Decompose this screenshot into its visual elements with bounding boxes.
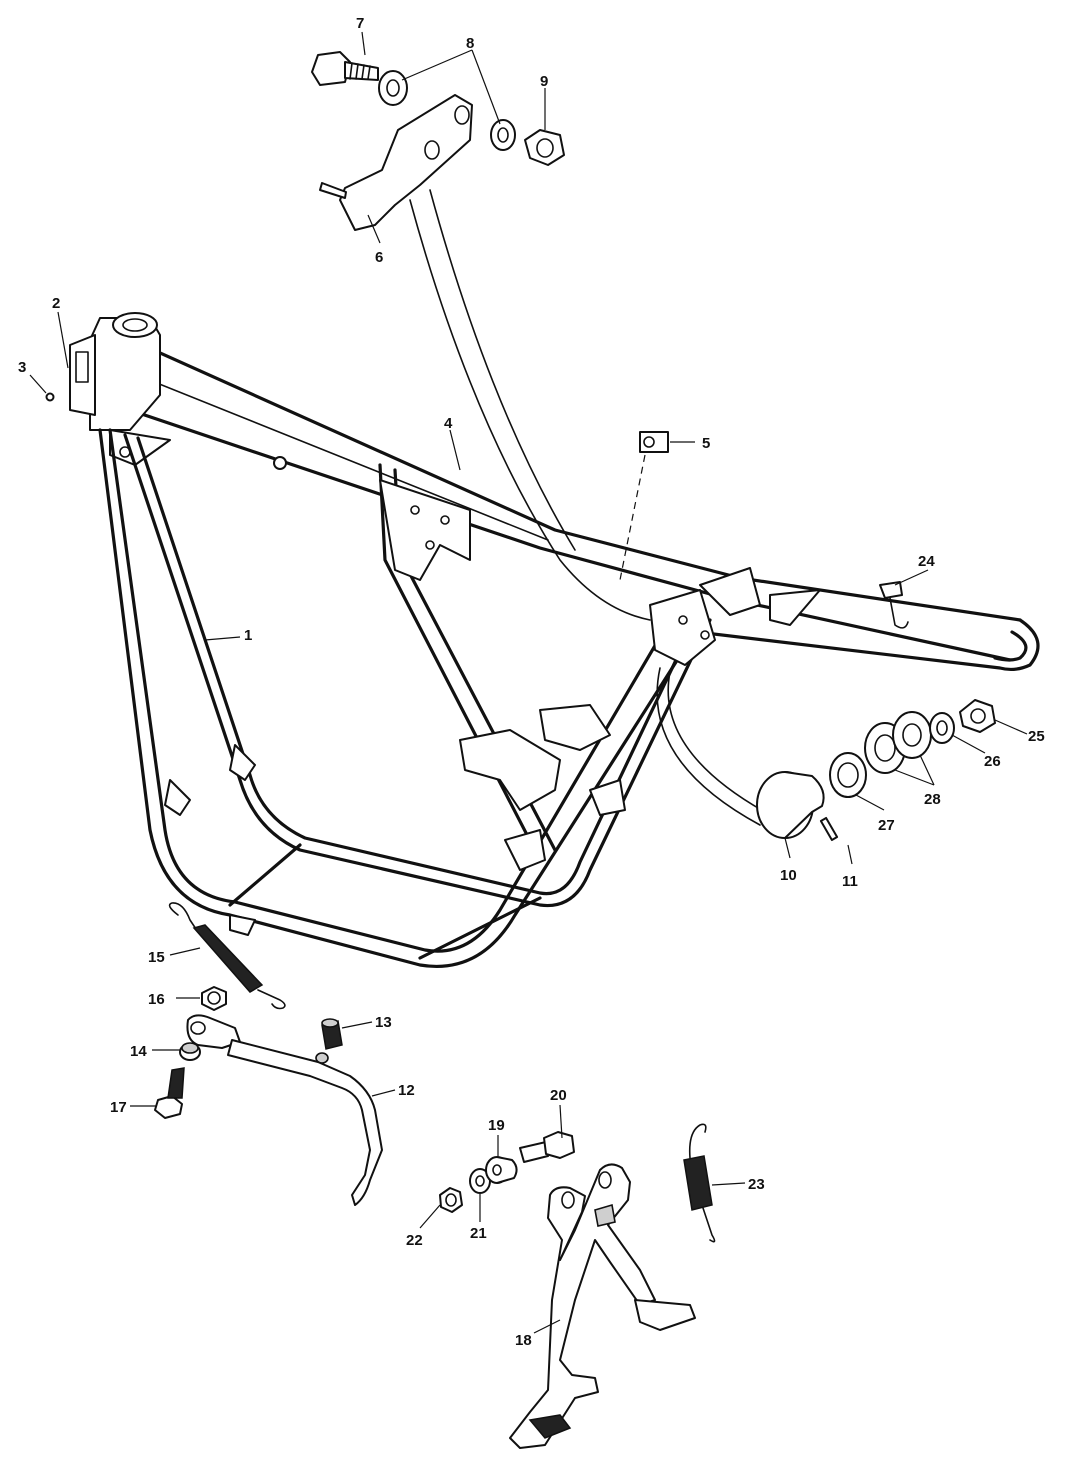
small-parts [45, 392, 669, 581]
frame [69, 312, 1040, 968]
label-13: 13 [375, 1014, 392, 1031]
label-10: 10 [780, 867, 797, 884]
label-28: 28 [924, 791, 941, 808]
label-9: 9 [540, 73, 548, 90]
label-21: 21 [470, 1225, 487, 1242]
label-22: 22 [406, 1232, 423, 1249]
toolbox-knob-assembly [656, 667, 996, 842]
centre-stand-assembly [439, 1123, 716, 1449]
label-17: 17 [110, 1099, 127, 1116]
label-12: 12 [398, 1082, 415, 1099]
label-26: 26 [984, 753, 1001, 770]
label-20: 20 [550, 1087, 567, 1104]
label-1: 1 [244, 627, 252, 644]
label-15: 15 [148, 949, 165, 966]
label-23: 23 [748, 1176, 765, 1193]
bracket-assembly [311, 51, 651, 621]
label-27: 27 [878, 817, 895, 834]
label-24: 24 [918, 553, 935, 570]
label-3: 3 [18, 359, 26, 376]
label-25: 25 [1028, 728, 1045, 745]
label-4: 4 [444, 415, 453, 432]
label-7: 7 [356, 15, 364, 32]
label-14: 14 [130, 1043, 147, 1060]
part-labels: 7 8 9 6 2 3 4 5 1 24 25 26 28 27 10 11 1… [18, 15, 1045, 1349]
side-stand-assembly [154, 902, 383, 1206]
label-18: 18 [515, 1332, 532, 1349]
label-8: 8 [466, 35, 474, 52]
label-11: 11 [842, 873, 858, 890]
label-19: 19 [488, 1117, 505, 1134]
label-6: 6 [375, 249, 383, 266]
label-2: 2 [52, 295, 60, 312]
label-5: 5 [702, 435, 710, 452]
leader-lines [29, 31, 1028, 1334]
label-16: 16 [148, 991, 165, 1008]
